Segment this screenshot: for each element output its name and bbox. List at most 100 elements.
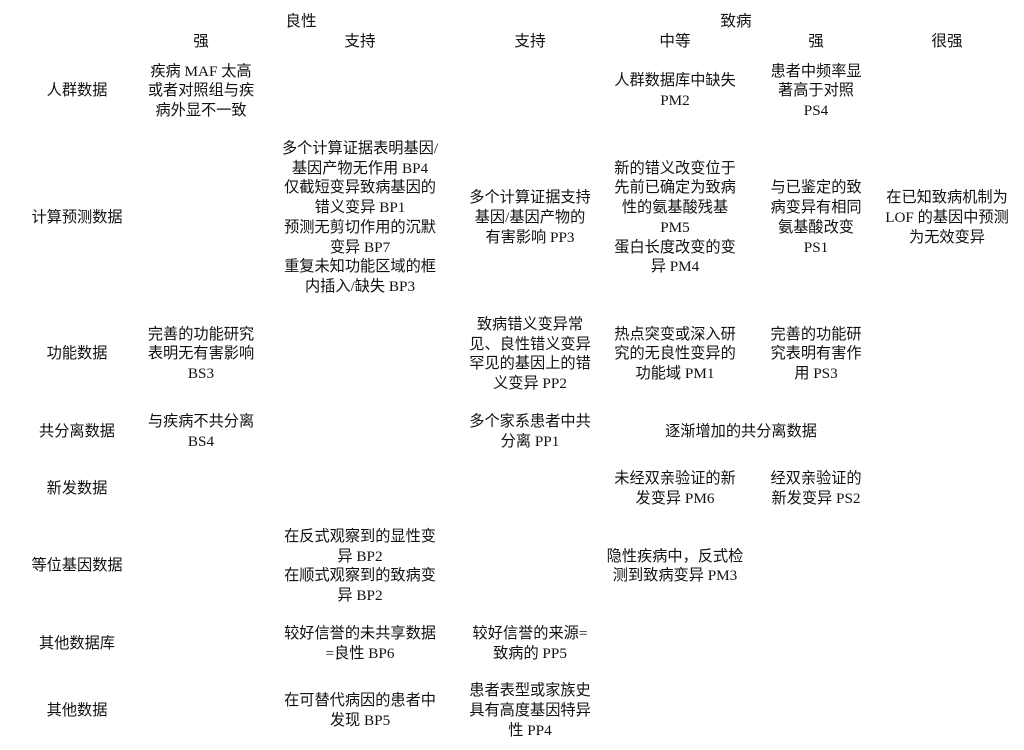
evidence-cell: 未经双亲验证的新发变异 PM6	[600, 460, 750, 518]
evidence-cell	[882, 615, 1012, 673]
group-header-row: 良性 致病	[12, 12, 1012, 32]
evidence-cell: 逐渐增加的共分离数据	[600, 403, 882, 461]
cell-line: PM5	[660, 218, 690, 236]
cell-line: 究的无良性变异的	[614, 345, 736, 363]
cell-line: 疾病 MAF 太高	[150, 62, 252, 80]
cell-line: 致病的 PP5	[493, 644, 567, 662]
cell-line: 人群数据库中缺失	[614, 72, 736, 90]
evidence-cell	[882, 306, 1012, 403]
cell-line: 病变异有相同	[770, 199, 862, 217]
evidence-cell	[600, 672, 750, 749]
cell-line: 见、良性错义变异	[469, 335, 591, 353]
cell-line: 具有高度基因特异	[469, 702, 591, 720]
cell-line: 变异 BP7	[329, 238, 391, 256]
cell-line: 重复未知功能区域的框	[284, 258, 436, 276]
column-header-2: 支持	[344, 33, 376, 51]
evidence-cell: 较好信誉的来源=致病的 PP5	[460, 615, 600, 673]
evidence-cell: 疾病 MAF 太高或者对照组与疾病外显不一致	[142, 53, 260, 130]
evidence-cell: 较好信誉的未共享数据=良性 BP6	[260, 615, 460, 673]
cell-line: 氨基酸改变	[778, 218, 854, 236]
column-header-row: 强 支持 支持 中等 强 很强	[12, 32, 1012, 52]
row-label: 其他数据库	[39, 634, 115, 652]
cell-line: 多个家系患者中共	[469, 412, 591, 430]
cell-line: PS1	[803, 238, 829, 256]
row-label: 人群数据	[46, 82, 108, 100]
cell-line: 用 PS3	[794, 365, 838, 383]
table-row: 人群数据 疾病 MAF 太高或者对照组与疾病外显不一致 人群数据库中缺失 PM2 患者中…	[12, 53, 1012, 130]
evidence-cell: 完善的功能研究表明有害作用 PS3	[750, 306, 882, 403]
evidence-cell	[460, 518, 600, 615]
column-header-4: 中等	[659, 33, 691, 51]
evidence-cell	[142, 615, 260, 673]
cell-line: 罕见的基因上的错	[469, 355, 591, 373]
cell-line: BS4	[187, 432, 215, 450]
cell-line: 多个计算证据支持	[469, 189, 591, 207]
evidence-cell	[460, 460, 600, 518]
cell-line: 在已知致病机制为	[886, 189, 1008, 207]
cell-line: 内插入/缺失 BP3	[304, 278, 416, 296]
cell-line: PM2	[660, 92, 690, 110]
column-header-3: 支持	[514, 33, 546, 51]
evidence-cell	[882, 460, 1012, 518]
cell-line: 与已鉴定的致	[770, 179, 862, 197]
cell-line: PS4	[803, 102, 829, 120]
cell-line: 患者中频率显	[770, 62, 862, 80]
cell-line: 测到致病变异 PM3	[612, 567, 738, 585]
evidence-cell	[260, 53, 460, 130]
evidence-cell: 在可替代病因的患者中发现 BP5	[260, 672, 460, 749]
cell-line: 经双亲验证的	[770, 470, 862, 488]
cell-line: BS3	[187, 365, 215, 383]
column-header-1: 强	[193, 33, 209, 51]
cell-line: 基因/基因产物的	[474, 208, 586, 226]
evidence-cell	[460, 53, 600, 130]
evidence-cell	[142, 672, 260, 749]
row-label: 其他数据	[46, 702, 108, 720]
evidence-cell: 隐性疾病中，反式检测到致病变异 PM3	[600, 518, 750, 615]
cell-line: 功能域 PM1	[635, 365, 715, 383]
evidence-cell	[142, 460, 260, 518]
evidence-cell: 致病错义变异常见、良性错义变异罕见的基因上的错义变异 PP2	[460, 306, 600, 403]
cell-line: 基因产物无作用 BP4	[291, 159, 429, 177]
cell-line: 表明无有害影响	[147, 345, 255, 363]
cell-line: 预测无剪切作用的沉默	[284, 218, 436, 236]
column-header-6: 很强	[931, 33, 963, 51]
cell-line: 新的错义改变位于	[614, 159, 736, 177]
cell-line: 完善的功能研究	[147, 325, 255, 343]
evidence-cell: 多个家系患者中共分离 PP1	[460, 403, 600, 461]
cell-line: 性的氨基酸残基	[621, 199, 729, 217]
cell-line: 发现 BP5	[329, 711, 391, 729]
row-label: 等位基因数据	[31, 557, 123, 575]
cell-line: 异 BP2	[337, 547, 383, 565]
evidence-cell: 经双亲验证的新发变异 PS2	[750, 460, 882, 518]
group-header-pathogenic: 致病	[720, 13, 752, 30]
cell-line: 分离 PP1	[500, 432, 560, 450]
cell-line: 患者表型或家族史	[469, 682, 591, 700]
evidence-cell	[142, 518, 260, 615]
cell-line: 异 PM4	[650, 258, 700, 276]
evidence-cell	[142, 130, 260, 306]
cell-line: 有害影响 PP3	[485, 228, 575, 246]
cell-line: 先前已确定为致病	[614, 179, 736, 197]
acmg-evidence-table: 良性 致病强 支持 支持 中等 强 很强人群数据 疾病 MAF 太高或者对照组与疾病外显不一致…	[12, 12, 1012, 750]
cell-line: 或者对照组与疾	[147, 82, 255, 100]
cell-line: 较好信誉的未共享数据	[284, 624, 436, 642]
group-header-benign: 良性	[285, 13, 317, 30]
cell-line: 性 PP4	[508, 721, 552, 739]
evidence-cell: 人群数据库中缺失 PM2	[600, 53, 750, 130]
column-header-5: 强	[808, 33, 824, 51]
evidence-cell	[260, 460, 460, 518]
cell-line: 蛋白长度改变的变	[614, 238, 736, 256]
cell-line: 新发变异 PS2	[771, 490, 861, 508]
evidence-cell	[750, 518, 882, 615]
cell-line: LOF 的基因中预测	[885, 208, 1009, 226]
cell-line: 在可替代病因的患者中	[284, 692, 436, 710]
